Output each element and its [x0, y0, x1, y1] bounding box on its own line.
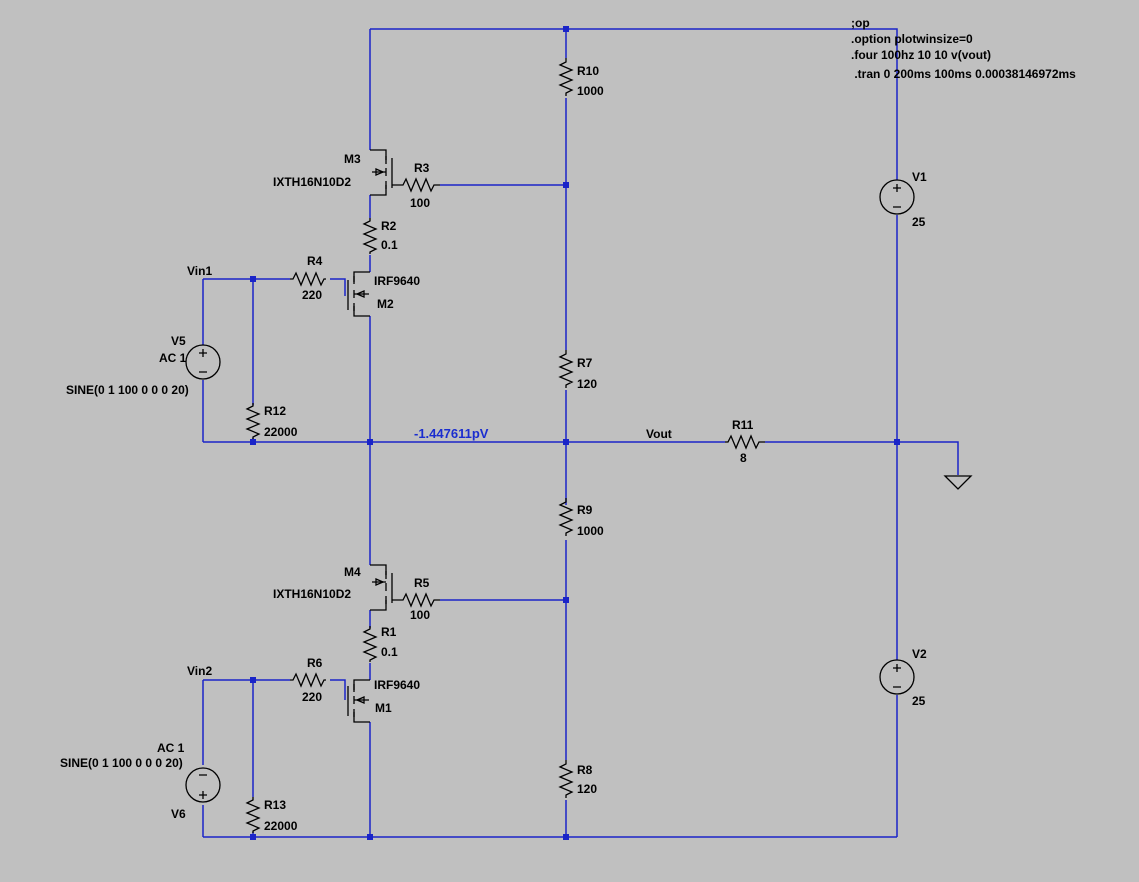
r9-value: 1000	[577, 524, 604, 538]
r4-value: 220	[302, 288, 322, 302]
m4-name: M4	[344, 565, 361, 579]
wire-r6-gate	[330, 679, 346, 700]
m2-model: IRF9640	[374, 274, 420, 288]
v2-name: V2	[912, 647, 927, 661]
r5-value: 100	[410, 608, 430, 622]
resistor-r3[interactable]	[400, 177, 440, 193]
r6-name: R6	[307, 656, 323, 670]
resistor-r6[interactable]	[290, 672, 326, 688]
junction-dot	[563, 834, 569, 840]
directive-four: .four 100hz 10 10 v(vout)	[851, 48, 991, 62]
junction-dot	[250, 276, 256, 282]
wire-r11-right	[765, 441, 959, 475]
m3-name: M3	[344, 152, 361, 166]
m3-model: IXTH16N10D2	[273, 175, 351, 189]
r12-name: R12	[264, 404, 286, 418]
r9-name: R9	[577, 503, 593, 517]
v1-name: V1	[912, 170, 927, 184]
resistor-r10[interactable]	[558, 58, 574, 96]
voltage-source-v6[interactable]	[185, 767, 221, 803]
mosfet-m4[interactable]	[370, 564, 400, 611]
v5-name: V5	[171, 334, 186, 348]
r5-name: R5	[414, 576, 430, 590]
voltage-source-v5[interactable]	[185, 344, 221, 380]
m1-name: M1	[375, 701, 392, 715]
net-label-vin1[interactable]: Vin1	[187, 264, 212, 278]
v6-value: SINE(0 1 100 0 0 0 20)	[60, 756, 183, 770]
junction-dot	[563, 439, 569, 445]
r1-name: R1	[381, 625, 397, 639]
junction-dot	[563, 597, 569, 603]
v6-ac: AC 1	[157, 741, 185, 755]
r4-name: R4	[307, 254, 323, 268]
junction-dot	[563, 182, 569, 188]
net-label-vin2[interactable]: Vin2	[187, 664, 212, 678]
junction-dot	[563, 26, 569, 32]
v6-name: V6	[171, 807, 186, 821]
mosfet-m3[interactable]	[370, 149, 400, 196]
directive-tran: .tran 0 200ms 100ms 0.00038146972ms	[851, 67, 1076, 81]
resistor-r1[interactable]	[362, 626, 378, 662]
m4-model: IXTH16N10D2	[273, 587, 351, 601]
junction-dot	[367, 834, 373, 840]
junction-dot	[250, 834, 256, 840]
r11-name: R11	[732, 418, 754, 432]
resistor-r8[interactable]	[558, 760, 574, 798]
voltage-source-v2[interactable]	[879, 659, 915, 695]
r11-value: 8	[740, 451, 747, 465]
r3-value: 100	[410, 196, 430, 210]
spice-directives[interactable]: ;op .option plotwinsize=0 .four 100hz 10…	[851, 16, 1076, 81]
resistor-r13[interactable]	[245, 797, 261, 833]
v2-value: 25	[912, 694, 926, 708]
r1-value: 0.1	[381, 645, 398, 659]
mosfet-m2[interactable]	[347, 271, 370, 317]
junction-dot	[250, 439, 256, 445]
r3-name: R3	[414, 161, 430, 175]
r10-name: R10	[577, 64, 599, 78]
wires	[202, 28, 959, 838]
resistor-r4[interactable]	[290, 271, 326, 287]
mosfet-m1[interactable]	[347, 679, 370, 723]
r7-name: R7	[577, 356, 593, 370]
wire-r4-gate	[330, 278, 346, 296]
v1-value: 25	[912, 215, 926, 229]
directive-option: .option plotwinsize=0	[851, 32, 973, 46]
junction-dot	[367, 439, 373, 445]
junction-dot	[894, 439, 900, 445]
v5-value: SINE(0 1 100 0 0 0 20)	[66, 383, 189, 397]
probe-voltage-readout: -1.447611pV	[414, 426, 489, 441]
directive-op: ;op	[851, 16, 870, 30]
resistor-r11[interactable]	[725, 434, 765, 450]
r7-value: 120	[577, 377, 597, 391]
r10-value: 1000	[577, 84, 604, 98]
r8-name: R8	[577, 763, 593, 777]
r13-value: 22000	[264, 819, 298, 833]
resistor-r7[interactable]	[558, 350, 574, 388]
ground-icon[interactable]	[943, 475, 973, 490]
m1-model: IRF9640	[374, 678, 420, 692]
r8-value: 120	[577, 782, 597, 796]
net-label-vout[interactable]: Vout	[646, 427, 672, 441]
junction-dot	[250, 677, 256, 683]
wire-top-rail	[370, 28, 898, 78]
resistor-r2[interactable]	[362, 218, 378, 254]
r2-value: 0.1	[381, 238, 398, 252]
junctions	[250, 26, 900, 840]
m2-name: M2	[377, 297, 394, 311]
r12-value: 22000	[264, 425, 298, 439]
r6-value: 220	[302, 690, 322, 704]
v5-ac: AC 1	[159, 351, 187, 365]
resistor-r12[interactable]	[245, 403, 261, 439]
voltage-source-v1[interactable]	[879, 179, 915, 215]
r13-name: R13	[264, 798, 286, 812]
r2-name: R2	[381, 219, 397, 233]
resistor-r5[interactable]	[400, 592, 440, 608]
resistor-r9[interactable]	[558, 498, 574, 536]
